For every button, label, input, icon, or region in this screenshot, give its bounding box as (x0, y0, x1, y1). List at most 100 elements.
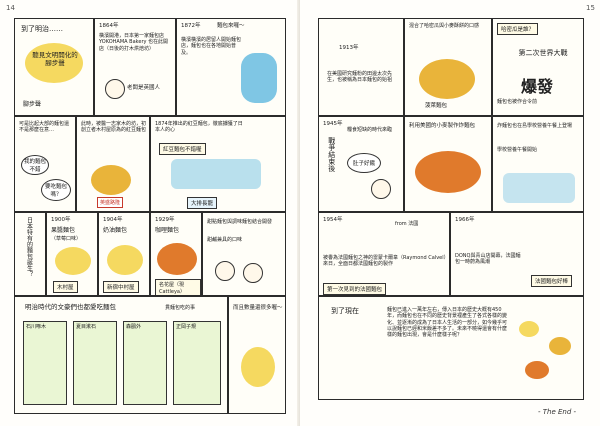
year-1900: 1900年 (51, 217, 71, 223)
bakery-truck-icon (241, 53, 277, 103)
side2-1929: 甜鹹兼具的口味 (207, 237, 243, 243)
year-1954: 1954年 (323, 217, 343, 223)
jam-bun-icon (55, 247, 91, 275)
maker-1929: 名花屋（現Cattleya） (155, 279, 201, 295)
sign-1874: 紅豆麵包不錯喔 (159, 143, 206, 155)
panel-writers: 明治時代的文豪們也都愛吃麵包 貫麵包吃的事 石川啄木 夏目漱石 森鷗外 正岡子規 (14, 296, 228, 414)
left-page: 14 到了明治…… 聽見文明開化的腳步聲 腳步聲 1864年 橫濱開港，日本第一… (6, 4, 286, 414)
page-number-right: 15 (586, 4, 595, 12)
panel-sweets: 甜點麵包與調味麵包結合開發 甜鹹兼具的口味 (202, 212, 286, 296)
writer-bun-icon (241, 347, 275, 387)
tag-1966: 法國麵包好棒 (531, 275, 573, 287)
panel-1874: 1874年推出的紅豆麵包，徹底擄獲了日本人的心 紅豆麵包不錯喔 大排長龍 (150, 116, 286, 212)
tag-1954: 第一次見到的法國麵包 (323, 283, 387, 295)
melon-tag: 哈密瓜是誰？ (497, 23, 539, 35)
intro-bubble-text: 聽見文明開化的腳步聲 (32, 51, 78, 68)
maker-1904: 新宿中村屋 (103, 281, 139, 293)
melon-text: 菠萊麵包 (425, 103, 448, 109)
war-tag: 麵包也被作合令前 (497, 99, 538, 105)
maker-1900: 木村屋 (53, 281, 78, 293)
label-1864: 老闆是英國人 (127, 85, 161, 91)
war-title: 第二次世界大戰 (518, 49, 568, 57)
name-1904: 奶油麵包 (103, 227, 128, 234)
bubble-1945: 糧食短缺的時代來臨 (347, 127, 393, 133)
kimura-text: 此時，被醫一志家木的坊，初創立者木村屋原為的紅豆麵包 (81, 121, 147, 134)
panel-1900: 1900年 果醬麵包 （草莓口味） 木村屋 (46, 212, 98, 296)
school-lunch-illustration (503, 173, 575, 203)
panel-school: 炸麵包也在島學校營養午餐上登場 學校營養午餐開始 (492, 116, 584, 212)
name-1900: 果醬麵包 (51, 227, 76, 234)
panel-fry: 利用美國的小麥製作炸麵包 (404, 116, 492, 212)
year-1864: 1864年 (99, 23, 119, 29)
year-1929: 1929年 (155, 217, 175, 223)
bread-icon-2 (549, 337, 571, 355)
original-question: 日本特有的麵包誕生？ (25, 217, 33, 277)
englishman-face-icon (105, 79, 125, 99)
text-1872: 橫濱橫濱的居留人開始麵包店，麵包也在各地開始普及。 (181, 37, 242, 56)
panel-1913: 1913年 在美國研究麵粉的田邊太次先生，也被稱為日本麵包的始祖 (318, 18, 404, 116)
page-number-left: 14 (6, 4, 15, 12)
melon-bun-icon (419, 59, 475, 99)
war-big: 爆發 (521, 77, 554, 96)
panel-original-question: 日本特有的麵包誕生？ (14, 212, 46, 296)
panel-1872: 1872年 麵包來囉～ 橫濱橫濱的居留人開始麵包店，麵包也在各地開始普及。 (176, 18, 286, 116)
text-1864: 橫濱開港，日本第一家麵包店 YOKOHAMA Bakery 也在此開店（日後的打… (99, 33, 169, 52)
intro-footer: 腳步聲 (23, 101, 42, 108)
bread-icon-3 (525, 361, 549, 379)
writer-4-name: 正岡子規 (176, 324, 197, 330)
year-1945: 1945年 (323, 121, 343, 127)
name-1929: 咖哩麵包 (155, 227, 180, 234)
panel-writers-last: 而且數量還很多喔～ (228, 296, 286, 414)
customer-face-icon-2 (243, 263, 263, 283)
text-1874: 1874年推出的紅豆麵包，徹底擄獲了日本人的心 (155, 121, 243, 134)
side-1929: 甜點麵包與調味麵包結合開發 (207, 219, 273, 225)
hungry-text: 肚子好餓 (352, 161, 375, 167)
writer-portrait-2: 夏目漱石 (73, 321, 117, 405)
melon-label: 混合了哈密瓜與小麥酥餅的口感 (409, 23, 480, 29)
panel-now: 到了現在 麵包已進入一萬年左右，傳入日本的歷史大概有450年，而麵包也在不同的歷… (318, 296, 584, 400)
bread-icon-1 (519, 321, 539, 337)
from-france: from 法國 (395, 221, 419, 227)
writer-2-name: 夏目漱石 (76, 324, 97, 330)
writer-3-name: 森鷗外 (126, 324, 142, 330)
year-1913: 1913年 (339, 45, 359, 51)
army-bubble: 我的麵包不錯 (21, 155, 49, 175)
badge-1874: 大排長龍 (187, 197, 218, 209)
panel-melon: 混合了哈密瓜與小麥酥餅的口感 菠萊麵包 (404, 18, 492, 116)
writer-portrait-4: 正岡子規 (173, 321, 221, 405)
red-bean-bun-icon (91, 165, 131, 195)
panel-1929: 1929年 咖哩麵包 名花屋（現Cattleya） (150, 212, 202, 296)
army-bubble-2: 要吃麵包嗎？ (41, 179, 71, 201)
fry-text: 利用美國的小麥製作炸麵包 (409, 123, 476, 129)
year-1872: 1872年 (181, 23, 201, 29)
army-text: 可是比起大部的麵包還不是那麼在意… (19, 121, 70, 134)
panel-army: 可是比起大部的麵包還不是那麼在意… 我的麵包不錯 要吃麵包嗎？ (14, 116, 76, 212)
now-title: 到了現在 (331, 307, 359, 315)
panel-1864: 1864年 橫濱開港，日本第一家麵包店 YOKOHAMA Bakery 也在此開… (94, 18, 176, 116)
text-1945: 戰爭結束後 (327, 137, 336, 172)
panel-1966: 1966年 DONQ與青山店開幕，法國麵包一時蔚為風潮 法國麵包好棒 (450, 212, 584, 296)
panel-kimura: 此時，被醫一志家木的坊，初創立者木村屋原為的紅豆麵包 英盛路隆 (76, 116, 150, 212)
panel-intro: 到了明治…… 聽見文明開化的腳步聲 腳步聲 (14, 18, 94, 116)
school-note: 學校營養午餐開始 (497, 147, 538, 153)
curry-bun-icon (157, 243, 197, 275)
right-page: 15 1913年 在美國研究麵粉的田邊太次先生，也被稱為日本麵包的始祖 混合了哈… (300, 0, 600, 426)
intro-title: 到了明治…… (21, 25, 63, 33)
army-bubble2-text: 要吃麵包嗎？ (44, 184, 67, 198)
hungry-bubble: 肚子好餓 (347, 153, 381, 173)
panel-war: 哈密瓜是誰？ 第二次世界大戰 爆發 麵包也被作合令前 (492, 18, 584, 116)
panel-1945: 1945年 戰爭結束後 糧食短缺的時代來臨 肚子好餓 (318, 116, 404, 212)
writers-caption: 明治時代的文豪們也都愛吃麵包 (25, 303, 116, 311)
customer-face-icon (215, 261, 235, 281)
year-1904: 1904年 (103, 217, 123, 223)
caption-1872: 麵包來囉～ (217, 23, 245, 29)
text-1954: 被譽為法國麵包之神的雷蒙卡爾韋（Raymond Calvel）來日，全面日都法國… (323, 255, 447, 268)
writers-quote: 貫麵包吃的事 (165, 305, 196, 311)
year-1966: 1966年 (455, 217, 475, 223)
the-end: - The End - (538, 408, 577, 416)
panel-1954: 1954年 from 法國 被譽為法國麵包之神的雷蒙卡爾韋（Raymond Ca… (318, 212, 450, 296)
writers-last: 而且數量還很多喔～ (233, 305, 283, 311)
child-face-icon (371, 179, 391, 199)
fry-label: 炸麵包也在島學校營養午餐上登場 (497, 123, 573, 129)
sub-1900: （草莓口味） (51, 236, 82, 242)
